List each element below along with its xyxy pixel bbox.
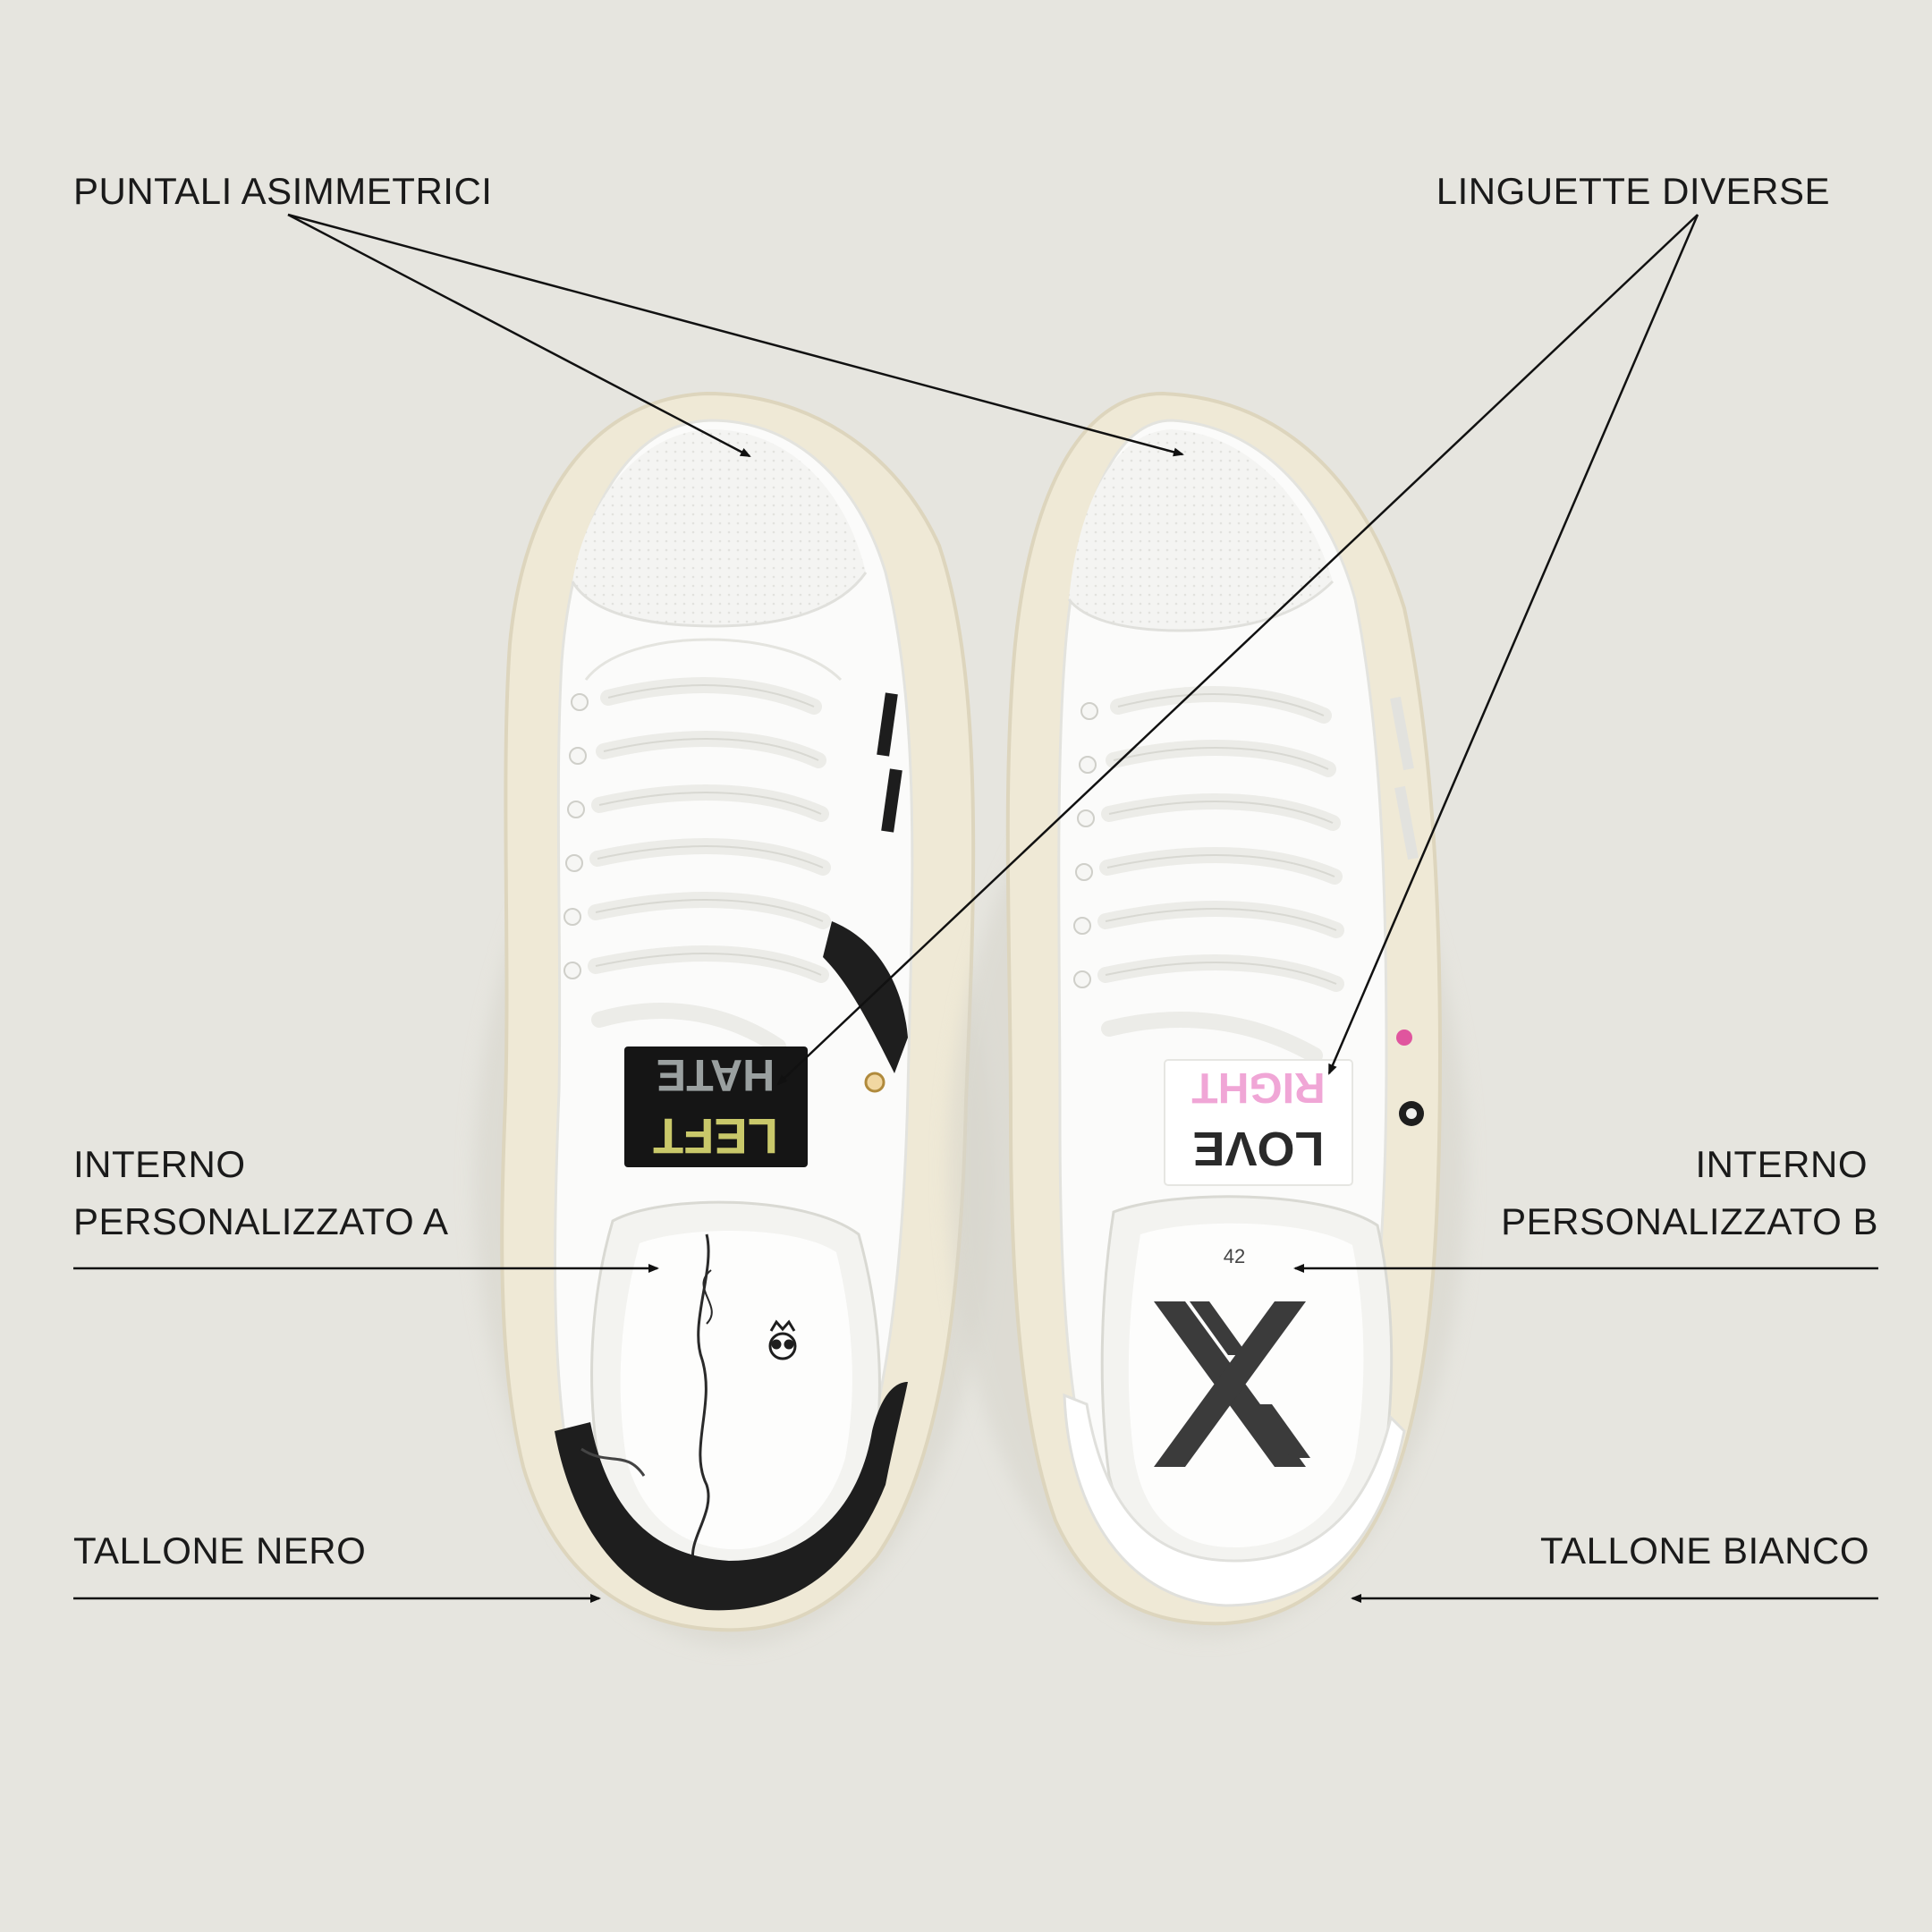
crown-logo-icon bbox=[768, 1319, 797, 1360]
left-shoe-tongue-label bbox=[624, 1046, 808, 1167]
tongue-callout-line-left bbox=[776, 214, 1699, 1086]
right-shoe: RIGHT LOVE 42 bbox=[948, 391, 1467, 1637]
right-tongue-text-bottom: LOVE bbox=[1192, 1122, 1324, 1175]
right-tongue-text-top: RIGHT bbox=[1191, 1063, 1325, 1111]
insole-size-label: 42 bbox=[1224, 1245, 1245, 1267]
left-tongue-text-bottom: LEFT bbox=[653, 1108, 778, 1165]
label-tongues: LINGUETTE DIVERSE bbox=[1436, 170, 1830, 212]
left-tongue-text-top: HATE bbox=[657, 1050, 775, 1100]
label-heel-black: TALLONE NERO bbox=[73, 1530, 367, 1572]
x-logo-icon bbox=[1154, 1301, 1310, 1467]
tongue-callout-line-right bbox=[1327, 214, 1699, 1075]
toe-callout-line-right bbox=[287, 213, 1184, 457]
label-interior-a-line2: PERSONALIZZATO A bbox=[73, 1200, 449, 1242]
label-interior-b-line1: INTERNO bbox=[1695, 1143, 1868, 1185]
left-shoe-toe-cap bbox=[572, 429, 866, 626]
left-shoe-heel-black bbox=[555, 1382, 908, 1611]
label-toe-caps: PUNTALI ASIMMETRICI bbox=[73, 170, 493, 212]
label-interior-b-line2: PERSONALIZZATO B bbox=[1501, 1200, 1878, 1242]
right-shoe-tongue-label bbox=[1164, 1059, 1353, 1186]
label-heel-white: TALLONE BIANCO bbox=[1540, 1530, 1869, 1572]
right-shoe-toe-cap bbox=[1069, 429, 1333, 631]
right-shoe-heel-white bbox=[1063, 1393, 1406, 1607]
pink-eyelet-icon bbox=[1396, 1030, 1412, 1046]
callout-lines bbox=[73, 213, 1878, 1603]
label-interior-a-line1: INTERNO bbox=[73, 1143, 246, 1185]
left-shoe: HATE LEFT bbox=[474, 391, 993, 1646]
toe-callout-line-left bbox=[287, 213, 751, 458]
